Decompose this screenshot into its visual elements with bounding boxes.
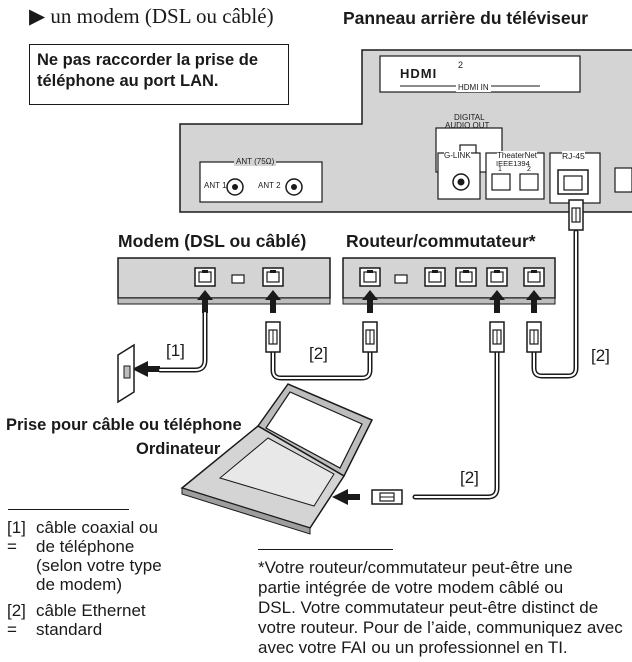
- ant-label: ANT (75Ω): [234, 157, 277, 166]
- hdmi-in-label: HDMI IN: [456, 83, 491, 92]
- footnote-line: partie intégrée de votre modem câblé ou: [258, 578, 564, 597]
- hdmi-port-num: 2: [458, 60, 464, 70]
- legend-line: standard: [36, 620, 103, 639]
- legend-line: de téléphone: [36, 537, 135, 556]
- modem-bullet: ▶ un modem (DSL ou câblé): [29, 4, 274, 28]
- laptop-computer: [180, 383, 374, 535]
- ieee-port1: 1: [498, 166, 502, 173]
- modem-device: [117, 257, 331, 305]
- callout-modem-router: [2]: [309, 344, 328, 363]
- digital-audio-line2: AUDIO OUT: [445, 121, 490, 130]
- glink-label: G-LINK: [444, 151, 471, 160]
- footnote: *Votre routeur/commutateur peut-être une…: [258, 558, 623, 658]
- ant2-label: ANT 2: [258, 181, 281, 190]
- legend-line: de modem): [36, 575, 122, 594]
- computer-label: Ordinateur: [136, 440, 221, 458]
- legend-line: câble coaxial ou: [36, 518, 158, 537]
- warning-box: Ne pas raccorder la prise de téléphone a…: [29, 44, 289, 105]
- router-device: [342, 257, 556, 305]
- footnote-line: *Votre routeur/commutateur peut-être une: [258, 558, 573, 577]
- tv-back-panel: [179, 49, 632, 213]
- callout-coax: [1]: [166, 341, 185, 360]
- theaternet-line2: IEEE1394: [496, 159, 530, 168]
- legend-rule: [8, 509, 129, 510]
- wall-jack: [117, 343, 135, 404]
- legend-line: câble Ethernet: [36, 601, 146, 620]
- modem-label: Modem (DSL ou câblé): [118, 231, 307, 251]
- legend-num: [2] =: [7, 601, 26, 639]
- footnote-line: DSL. Votre commutateur peut-être distinc…: [258, 598, 599, 617]
- footnote-line: avec votre FAI ou un professionnel en TI…: [258, 638, 568, 657]
- footnote-rule: [258, 549, 393, 550]
- legend-line: (selon votre type: [36, 556, 162, 575]
- ieee-port2: 2: [527, 166, 531, 173]
- callout-router-tv: [2]: [591, 346, 610, 365]
- rj45-label: RJ-45: [562, 151, 585, 161]
- connection-arrows: [132, 290, 542, 505]
- digital-audio-line1: DIGITAL: [454, 113, 485, 122]
- theaternet-line1: TheaterNet: [497, 151, 538, 160]
- footnote-line: votre routeur. Pour de l’aide, communiqu…: [258, 618, 623, 637]
- ant1-label: ANT 1: [204, 181, 227, 190]
- tv-panel-title: Panneau arrière du téléviseur: [343, 8, 589, 28]
- hdmi-logo: HDMI: [400, 66, 438, 81]
- wall-jack-label: Prise pour câble ou téléphone: [6, 416, 242, 434]
- legend-num: [1] =: [7, 518, 26, 556]
- router-label: Routeur/commutateur*: [346, 231, 536, 251]
- callout-router-pc: [2]: [460, 468, 479, 487]
